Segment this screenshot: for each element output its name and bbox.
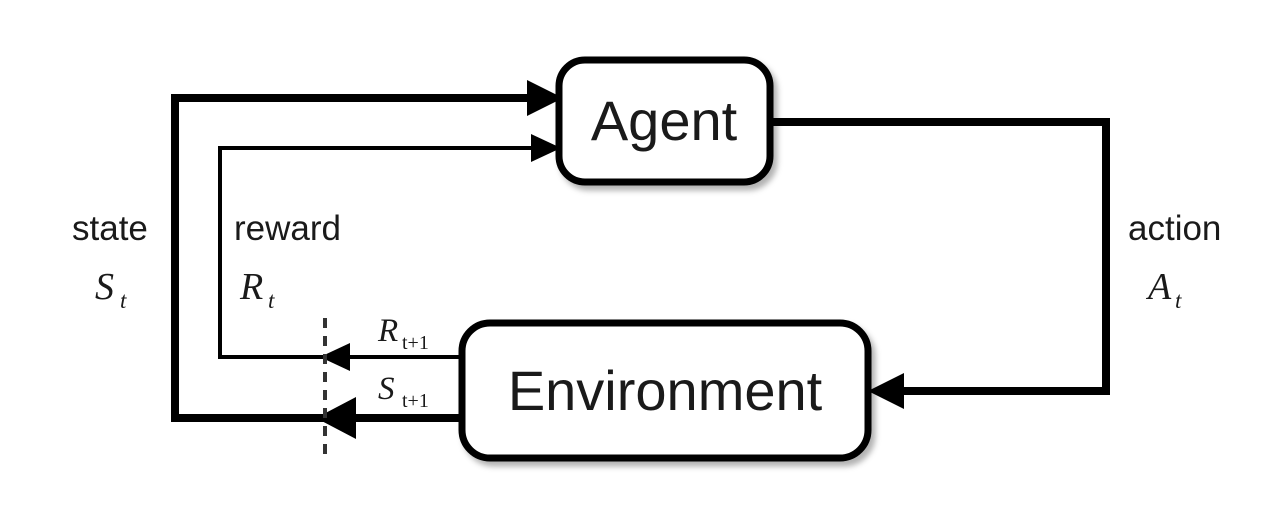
action-arrowhead-environment [868, 373, 904, 409]
agent-box[interactable] [555, 56, 774, 186]
state-next-label: S t+1 [378, 371, 429, 412]
state-next-arrow [316, 397, 462, 439]
state-next-arrowhead [316, 397, 356, 439]
reward-next-arrowhead [320, 343, 350, 371]
state-next-subscript: t+1 [402, 390, 429, 412]
reward-next-symbol: R [377, 313, 398, 349]
state-label-subscript: t [120, 288, 127, 313]
state-signal-path [171, 80, 563, 422]
state-label-symbol: S [95, 266, 114, 308]
reward-next-arrow [320, 343, 462, 371]
action-label-word: action [1128, 209, 1221, 248]
action-label-symbol: A [1145, 266, 1172, 308]
agent-node[interactable]: Agent [555, 56, 774, 186]
state-label-word: state [72, 209, 148, 248]
reward-label-subscript: t [268, 288, 275, 313]
reward-next-label: R t+1 [377, 313, 429, 354]
reward-signal-label: reward R t [234, 209, 341, 313]
agent-label: Agent [591, 89, 738, 152]
state-arrowhead-agent [527, 80, 563, 116]
action-label-subscript: t [1175, 288, 1182, 313]
reward-arrowhead-agent [531, 134, 561, 162]
environment-label: Environment [508, 359, 823, 422]
action-signal-label: action A t [1128, 209, 1221, 313]
environment-node[interactable]: Environment [458, 319, 872, 462]
action-signal-path [770, 118, 1110, 409]
reward-next-subscript: t+1 [402, 332, 429, 354]
reward-signal-path [218, 134, 561, 359]
environment-box[interactable] [458, 319, 872, 462]
state-next-symbol: S [378, 371, 395, 407]
state-signal-label: state S t [72, 209, 148, 313]
reward-label-symbol: R [239, 266, 263, 308]
reward-label-word: reward [234, 209, 341, 248]
